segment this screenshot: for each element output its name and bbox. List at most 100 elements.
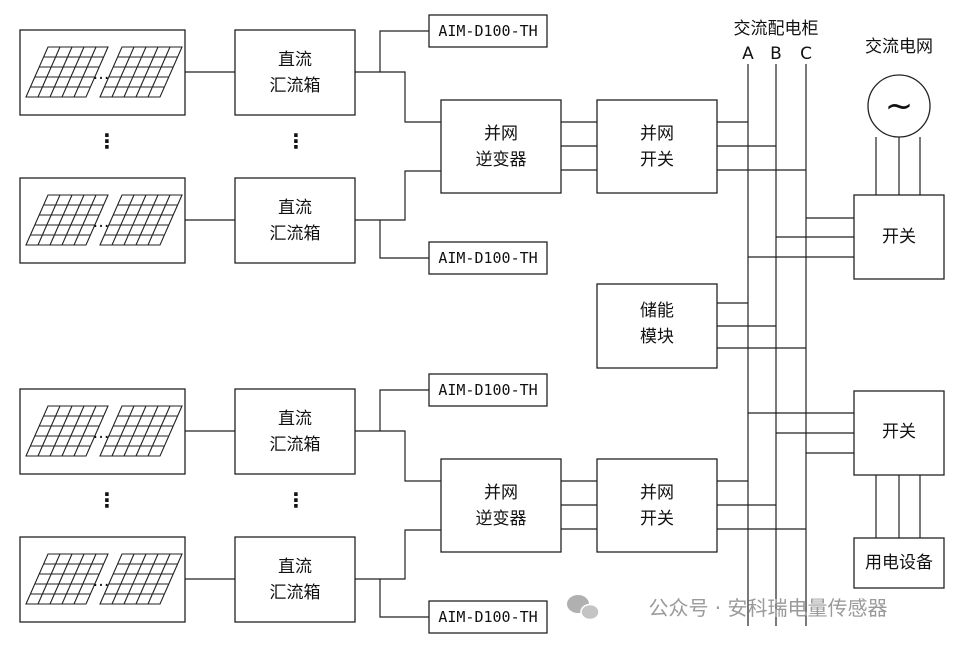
- sensor-label: AIM-D100-TH: [438, 381, 537, 399]
- panel-ellipsis: …: [93, 64, 110, 84]
- panel-frame: [99, 405, 183, 457]
- panel-ellipsis: …: [93, 423, 110, 443]
- sensor-tap-wire: [355, 389, 429, 432]
- combiner-to-inverter-wire: [380, 529, 441, 580]
- panel-cell-line: [147, 194, 171, 246]
- pv-array-upper-1: …: [19, 29, 186, 116]
- panel-cell-line: [61, 553, 85, 605]
- sensor-label: AIM-D100-TH: [438, 22, 537, 40]
- panel-frame: [25, 553, 109, 605]
- panel-cell-line: [73, 405, 97, 457]
- panel-frame: [99, 553, 183, 605]
- grid-inverter-label: 逆变器: [476, 509, 527, 529]
- storage-module-label: 储能: [640, 301, 674, 321]
- vertical-ellipsis: ⋮: [97, 129, 117, 153]
- panel-cell-line: [61, 194, 85, 246]
- dc-combiner-box-label: 直流: [278, 409, 312, 429]
- panel-cell-line: [111, 553, 135, 605]
- panel-cell-line: [135, 46, 159, 98]
- panel-cell-line: [49, 46, 73, 98]
- panel-cell-line: [73, 194, 97, 246]
- panel-cell-line: [49, 405, 73, 457]
- combiner-to-inverter-wire: [380, 71, 441, 123]
- panel-frame: [25, 405, 109, 457]
- dc-combiner-box-label: 直流: [278, 50, 312, 70]
- pv-array-frame: [19, 29, 186, 116]
- panel-frame: [99, 194, 183, 246]
- grid-switch-label: 开关: [640, 150, 674, 170]
- grid-inverter-frame: [440, 99, 562, 194]
- load-switch-label: 开关: [882, 422, 916, 442]
- ac-cabinet-label: 交流配电柜: [734, 19, 819, 39]
- panel-cell-line: [135, 194, 159, 246]
- panel-cell-line: [61, 405, 85, 457]
- panel-frame: [25, 194, 109, 246]
- panel-cell-line: [111, 405, 135, 457]
- panel-cell-line: [49, 194, 73, 246]
- panel-ellipsis: …: [93, 212, 110, 232]
- sensor-frame: [428, 373, 548, 407]
- vertical-ellipsis: ⋮: [286, 129, 306, 153]
- solar-panel-icon: [99, 553, 183, 605]
- sensor-label: AIM-D100-TH: [438, 249, 537, 267]
- sensor-frame: [428, 600, 548, 634]
- solar-panel-icon: [25, 194, 109, 246]
- sensor-frame: [428, 14, 548, 48]
- grid-switch-label: 并网: [640, 483, 674, 503]
- solar-panel-icon: [99, 46, 183, 98]
- panel-frame: [25, 46, 109, 98]
- panel-cell-line: [147, 405, 171, 457]
- vertical-ellipsis-group-lower: ⋮⋮: [97, 488, 306, 512]
- grid-inverter-label: 并网: [484, 483, 518, 503]
- watermark-text: 公众号 · 安科瑞电量传感器: [648, 596, 887, 620]
- dc-combiner-box-frame: [234, 388, 356, 475]
- solar-panel-icon: [25, 46, 109, 98]
- panel-cell-line: [135, 553, 159, 605]
- panel-frame: [99, 46, 183, 98]
- panel-cell-line: [123, 194, 147, 246]
- sensor-aim-d100-th-lower-1: AIM-D100-TH: [428, 373, 548, 407]
- panel-cell-line: [73, 553, 97, 605]
- grid-switch-label: 开关: [640, 509, 674, 529]
- panel-cell-line: [49, 553, 73, 605]
- pv-array-lower-2: …: [19, 536, 186, 623]
- panel-cell-line: [73, 46, 97, 98]
- panel-cell-line: [37, 405, 61, 457]
- dc-combiner-box-frame: [234, 536, 356, 623]
- grid-switch-box-label: 开关: [882, 227, 916, 247]
- grid-switch-frame: [596, 99, 718, 194]
- sensor-aim-d100-th-upper-2: AIM-D100-TH: [428, 241, 548, 275]
- panel-cell-line: [123, 553, 147, 605]
- vertical-ellipsis: ⋮: [97, 488, 117, 512]
- panel-cell-line: [123, 46, 147, 98]
- watermark: 公众号 · 安科瑞电量传感器: [567, 595, 888, 621]
- utility-grid: 交流电网~开关: [853, 37, 945, 280]
- sensor-frame: [428, 241, 548, 275]
- dc-combiner-box-frame: [234, 29, 356, 116]
- pv-array-lower-1: …: [19, 388, 186, 475]
- dc-combiner-box-frame: [234, 177, 356, 264]
- sensor-tap-wire: [355, 219, 429, 259]
- pv-array-frame: [19, 177, 186, 264]
- busbar-label-c: C: [800, 44, 812, 64]
- utility-grid-label: 交流电网: [865, 37, 933, 57]
- panel-cell-line: [147, 46, 171, 98]
- dc-combiner-box-label: 汇流箱: [270, 76, 321, 96]
- panel-ellipsis: …: [93, 571, 110, 591]
- busbar-label-b: B: [770, 44, 782, 64]
- pv-array-frame: [19, 388, 186, 475]
- solar-panel-icon: [99, 405, 183, 457]
- sensor-tap-wire: [355, 578, 429, 618]
- vertical-ellipsis: ⋮: [286, 488, 306, 512]
- solar-panel-icon: [25, 405, 109, 457]
- load-equipment-frame: [853, 537, 945, 589]
- sensor-aim-d100-th-upper-1: AIM-D100-TH: [428, 14, 548, 48]
